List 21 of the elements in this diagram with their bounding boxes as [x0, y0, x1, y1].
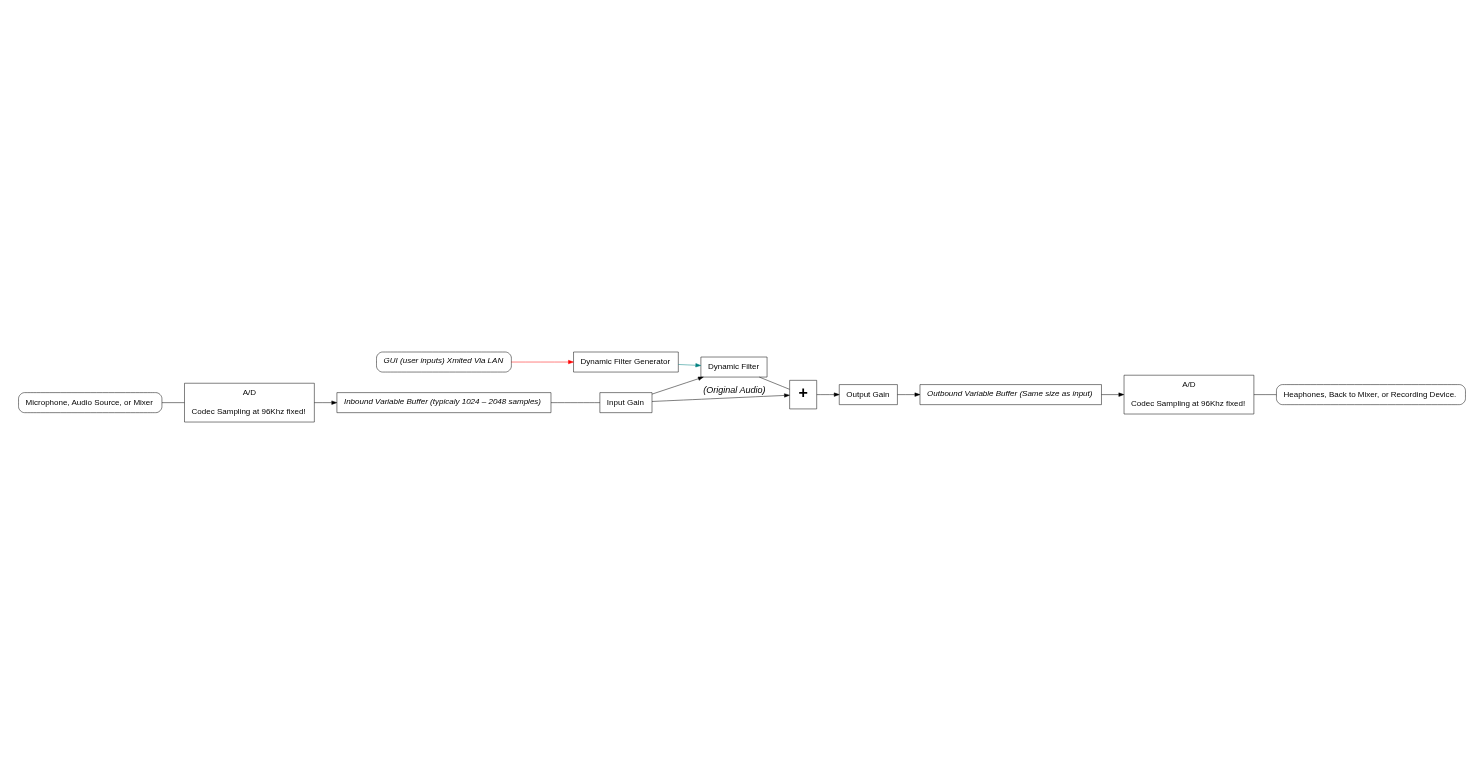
node-box: + [789, 380, 817, 410]
node-box: Dynamic Filter [700, 356, 768, 378]
node-box: Microphone, Audio Source, or Mixer [18, 392, 163, 413]
arrow [651, 393, 790, 402]
node-box: Heaphones, Back to Mixer, or Recording Device. [1276, 384, 1466, 405]
node-box: Inbound Variable Buffer (typicaly 1024 – 2048 samples) [336, 392, 552, 413]
arrow [678, 363, 701, 368]
arrow [816, 392, 840, 397]
node-box: A/D Codec Sampling at 96Khz fixed! [1123, 374, 1255, 415]
node-box: Output Gain [839, 384, 898, 405]
arrow [314, 400, 337, 405]
arrow [1101, 392, 1125, 397]
node-box: Dynamic Filter Generator [573, 351, 679, 373]
arrow [511, 360, 574, 365]
node-box: A/D Codec Sampling at 96Khz fixed! [184, 383, 315, 423]
arrow [897, 392, 921, 397]
node-box: GUI (user inputs) Xmited Via LAN [376, 351, 512, 373]
arrow [651, 376, 704, 395]
node-box: Outbound Variable Buffer (Same size as input) [919, 384, 1102, 405]
edge-label: (Original Audio) [703, 385, 766, 396]
node-box: Input Gain [599, 392, 653, 413]
